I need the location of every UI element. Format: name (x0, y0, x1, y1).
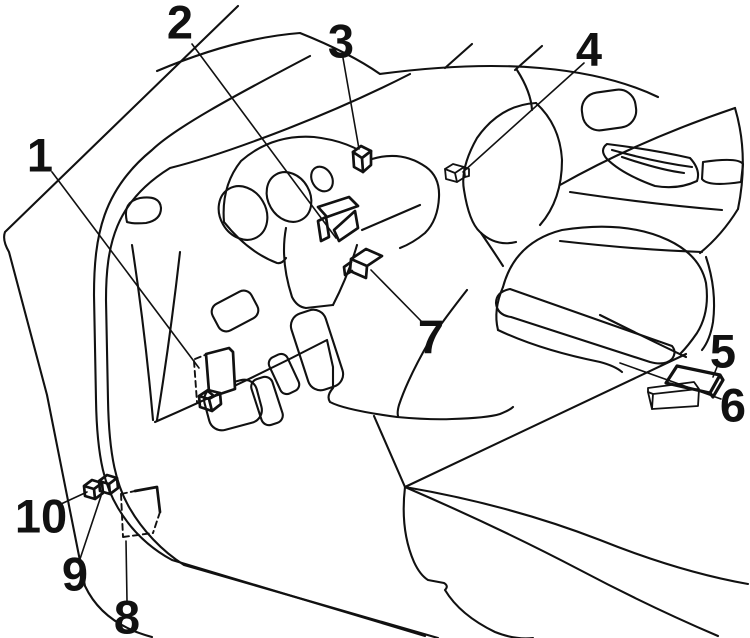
passenger-bolster-band (494, 287, 676, 365)
armrest-bottom-line (568, 190, 724, 212)
component-7-tab (342, 260, 354, 277)
passenger-seat-right-line (700, 255, 716, 352)
pedal-1 (250, 375, 284, 427)
dash-bottom-edge (153, 338, 515, 424)
callout-label-8: 8 (114, 591, 140, 638)
armrest-cup (601, 142, 700, 189)
pedal-2 (267, 352, 301, 396)
door-rear-edge (698, 207, 740, 255)
rear-hump-right (534, 101, 564, 227)
leader-line-1 (51, 171, 200, 369)
callout-label-3: 3 (328, 15, 354, 68)
dash-vent (210, 289, 260, 333)
mirror-patch (124, 196, 163, 225)
callout-label-6: 6 (720, 379, 746, 432)
leader-line-6 (619, 362, 722, 400)
roof-tick-1 (443, 42, 474, 70)
leader-line-3 (342, 57, 360, 150)
leader-line-2 (191, 43, 337, 239)
callout-label-7: 7 (418, 311, 444, 364)
hump-seat-connector (479, 231, 505, 268)
component-2-bracket-left (316, 215, 331, 243)
door-top-edge (558, 106, 737, 187)
center-stack-left (282, 226, 308, 310)
leader-line-8 (125, 540, 128, 602)
driver-cushion-side (403, 485, 720, 638)
driver-seatback-edge (403, 352, 688, 489)
component-1-dashed-bracket (193, 354, 206, 403)
door-handle (700, 158, 745, 185)
leader-line-9 (79, 495, 102, 560)
floor-to-seat-line (372, 414, 407, 489)
armrest-inner-line-1 (620, 155, 686, 175)
leader-line-5 (712, 361, 720, 378)
door-right-edge (733, 106, 744, 211)
b-pillar-edge (515, 68, 534, 112)
roof-line (155, 31, 660, 112)
component-3-cube-edges (351, 149, 373, 174)
rear-hump-left (462, 101, 538, 245)
console-right-edge (396, 288, 469, 418)
callout-label-9: 9 (62, 548, 88, 601)
driver-cushion-top (403, 485, 750, 586)
callout-label-4: 4 (576, 23, 602, 76)
center-stack-bottom (304, 303, 335, 310)
cluster-panel (222, 135, 441, 250)
a-pillar-trim-outer (92, 54, 427, 638)
a-pillar-outer-edge (3, 4, 240, 638)
gauge-right (265, 171, 313, 223)
component-1-relay (204, 346, 237, 398)
components (82, 144, 725, 538)
callout-label-2: 2 (167, 0, 193, 49)
gauge-small (310, 165, 334, 193)
seats (372, 225, 750, 638)
rear-area (462, 101, 704, 359)
leader-line-7 (370, 269, 424, 324)
gauge-left (217, 185, 269, 241)
armrest-inner-line-2 (610, 148, 694, 169)
dash-side-right (155, 250, 182, 422)
component-2-bracket-top (316, 195, 360, 219)
component-2-bracket-flap (332, 209, 360, 243)
roof-tick-2 (513, 44, 544, 72)
component-1-connector-cube (197, 388, 223, 413)
passenger-cushion-line (496, 328, 624, 374)
dash-crease (360, 203, 422, 232)
callout-label-5: 5 (710, 325, 736, 378)
dash-side-left (130, 243, 155, 422)
leader-line-10 (60, 491, 88, 505)
component-7-cube (348, 247, 384, 280)
leader-line-4 (462, 62, 585, 173)
a-pillar-and-sill (3, 4, 440, 638)
callout-label-1: 1 (27, 129, 53, 182)
driver-seat-front-edge (402, 485, 535, 638)
callout-label-10: 10 (15, 490, 67, 543)
component-6-lower-box-edge (647, 388, 699, 410)
door-panel (558, 88, 745, 255)
door-cutout-oval (580, 88, 638, 132)
component-9-cube (97, 473, 120, 496)
a-pillar-trim-inner (104, 72, 440, 638)
component-8-solid-corner (133, 485, 162, 514)
component-8-dashed-box (120, 490, 161, 538)
cluster-lower-edge (222, 220, 288, 265)
roof-edge (155, 31, 660, 99)
shifter-bezel (289, 308, 345, 392)
passenger-seatback-top (501, 225, 708, 355)
